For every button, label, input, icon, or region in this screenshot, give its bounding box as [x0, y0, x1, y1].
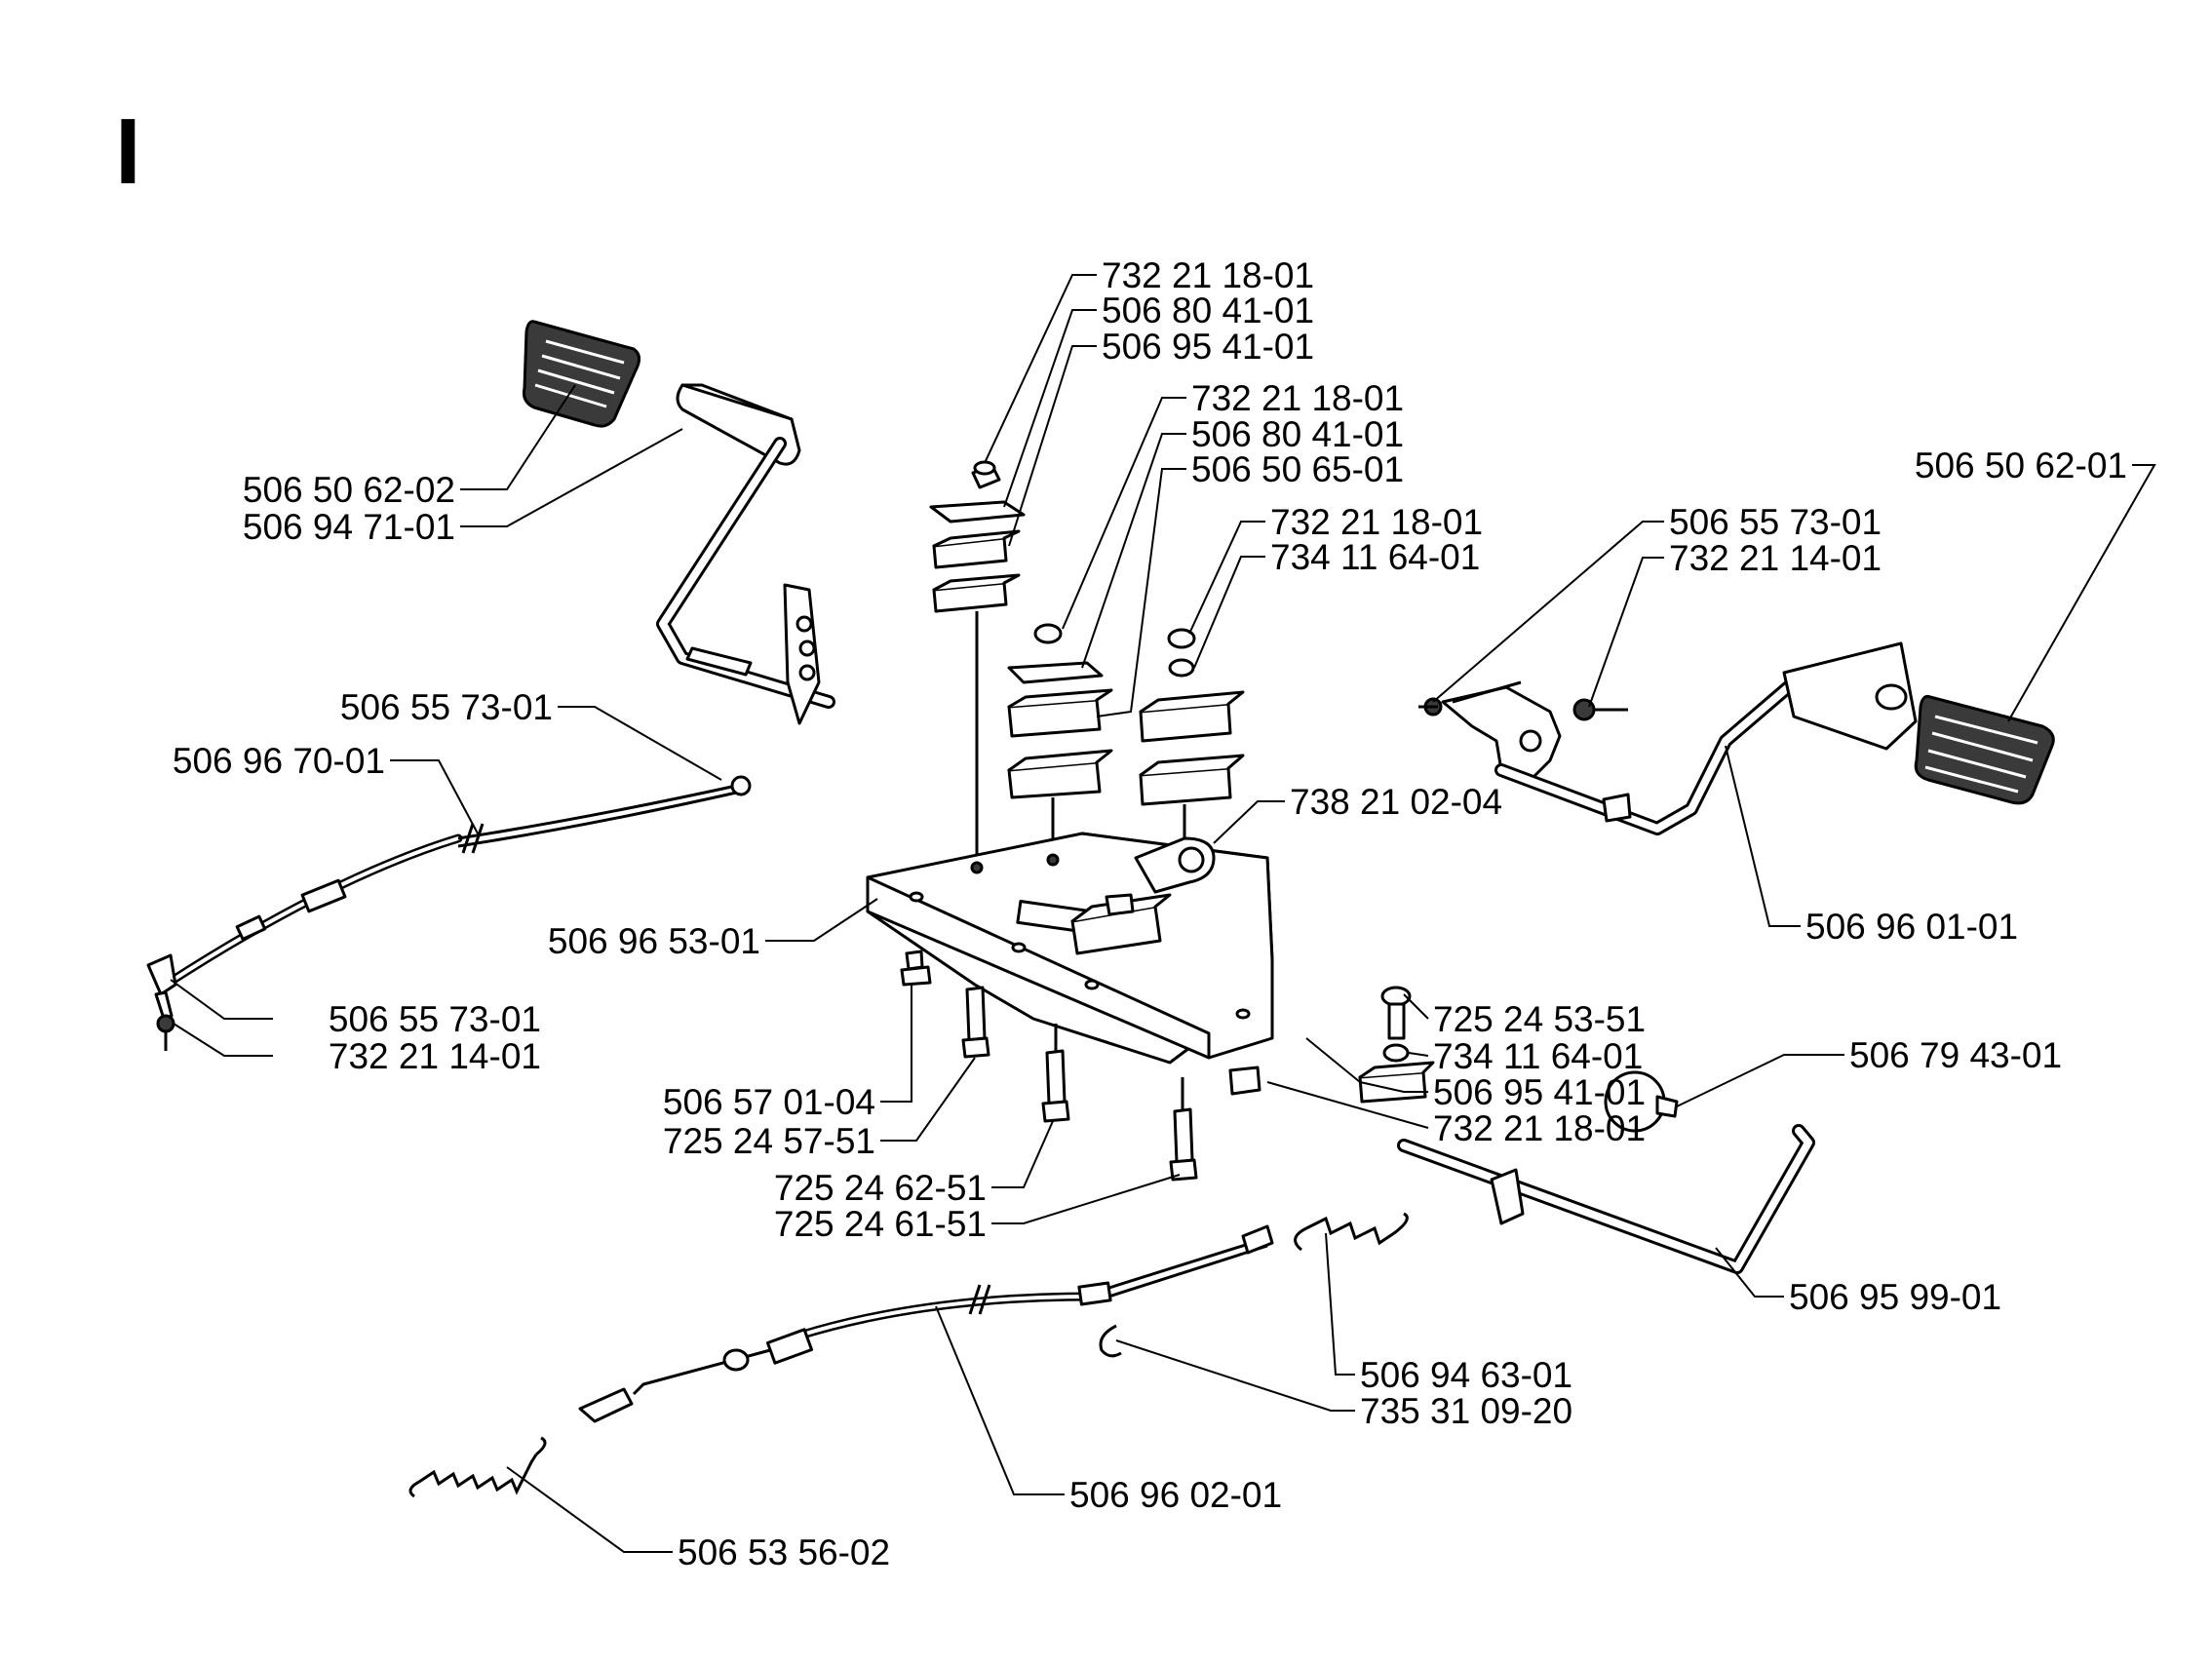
plate-link — [1070, 836, 1216, 955]
throttle-cable-upper — [146, 775, 752, 1051]
plate-nut — [1228, 1066, 1261, 1096]
part-label: 506 96 01-01 — [1805, 907, 2018, 947]
part-label: 506 96 70-01 — [173, 741, 385, 781]
part-label: 735 31 09-20 — [1360, 1391, 1572, 1431]
part-label: 506 94 71-01 — [243, 507, 455, 547]
part-label: 506 57 01-04 — [663, 1082, 875, 1122]
part-label: 732 21 14-01 — [329, 1036, 541, 1076]
part-label: 506 50 65-01 — [1191, 449, 1404, 489]
lower-cable — [578, 1224, 1274, 1423]
part-label: 732 21 18-01 — [1270, 502, 1483, 542]
part-label: 734 11 64-01 — [1270, 537, 1480, 577]
part-label: 506 94 63-01 — [1360, 1355, 1572, 1395]
speed-lever — [1397, 1070, 1815, 1274]
part-label: 725 24 61-51 — [774, 1204, 987, 1244]
parts-illustration — [146, 320, 2055, 1498]
part-label: 738 21 02-04 — [1290, 782, 1502, 822]
part-label: 734 11 64-01 — [1433, 1036, 1643, 1076]
plate-bolts — [900, 950, 1198, 1182]
right-fastener-set — [1358, 986, 1435, 1104]
part-label: 506 55 73-01 — [340, 687, 553, 727]
left-pedal-arm — [656, 383, 835, 725]
part-label: 506 96 02-01 — [1069, 1475, 1282, 1515]
part-labels: 732 21 18-01 506 80 41-01 506 95 41-01 7… — [173, 255, 2127, 1572]
part-label: 506 50 62-02 — [243, 470, 455, 510]
circlip — [1099, 1324, 1122, 1358]
right-pedal-assembly — [1418, 641, 1918, 835]
left-pedal-pad — [523, 320, 640, 428]
part-label: 506 55 73-01 — [329, 999, 541, 1039]
lower-spring — [408, 1436, 547, 1498]
part-label: 732 21 18-01 — [1102, 255, 1314, 295]
middle-clamp-stack — [1007, 623, 1113, 858]
leader-lines — [170, 274, 2156, 1553]
part-label: 725 24 57-51 — [663, 1121, 875, 1161]
right-clamp-stack — [1139, 628, 1245, 848]
part-label: 506 53 56-02 — [678, 1532, 890, 1572]
part-label: 732 21 18-01 — [1433, 1108, 1646, 1148]
part-label: 506 96 53-01 — [548, 921, 760, 961]
part-label: 506 95 41-01 — [1102, 327, 1314, 367]
part-label: 506 95 99-01 — [1789, 1277, 2001, 1317]
part-label: 506 80 41-01 — [1102, 291, 1314, 330]
part-label: 506 55 73-01 — [1669, 502, 1882, 542]
section-letter: I — [115, 99, 141, 204]
upper-clamp-stack-1 — [929, 460, 1026, 863]
right-pedal-pad — [1914, 695, 2055, 805]
part-label: 725 24 53-51 — [1433, 999, 1646, 1039]
part-label: 732 21 18-01 — [1191, 378, 1404, 418]
part-label: 725 24 62-51 — [774, 1168, 987, 1208]
tension-spring — [1294, 1212, 1409, 1252]
part-label: 732 21 14-01 — [1669, 538, 1882, 578]
part-label: 506 79 43-01 — [1849, 1035, 2062, 1075]
part-label: 506 50 62-01 — [1915, 446, 2127, 485]
part-label: 506 95 41-01 — [1433, 1072, 1646, 1112]
part-label: 506 80 41-01 — [1191, 414, 1404, 454]
